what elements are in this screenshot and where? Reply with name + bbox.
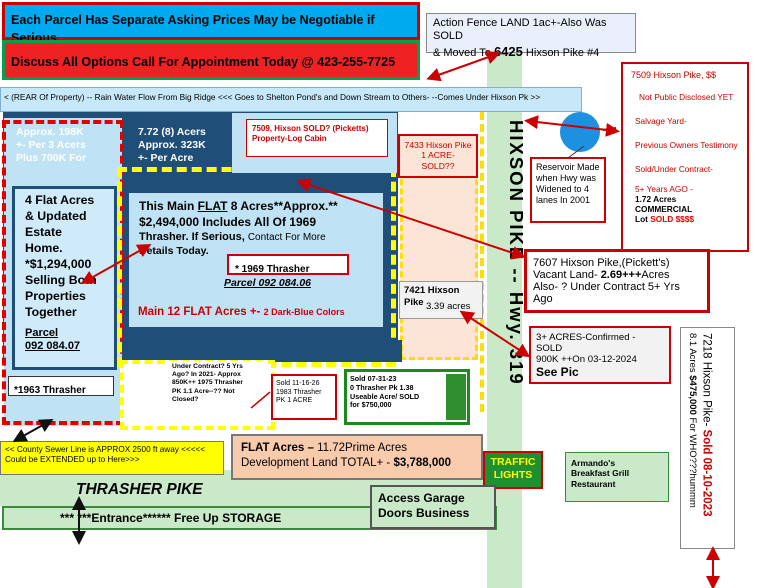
hixson-7218-box: 7218 Hixson Pike- Sold 08-10-2023 8.1 Ac… <box>680 327 735 549</box>
sewer-box: << County Sewer Line is APPROX 2500 ft a… <box>0 441 224 475</box>
reservoir-shape <box>560 112 600 152</box>
hixson-7421-text: 7421 Hixson Pike <box>404 285 460 308</box>
traffic-lights-box: TRAFFIC LIGHTS <box>483 451 543 489</box>
action-fence-prefix: & Moved To <box>433 46 494 59</box>
main-12-flat-b: 2 Dark-Blue Colors <box>263 307 345 317</box>
confirmed-sold-line1: 3+ ACRES-Confirmed - SOLD <box>536 332 636 354</box>
hixson-7607-line2b: 2.69+++ <box>600 269 642 281</box>
hixson-7433-box: 7433 Hixson Pike 1 ACRE- SOLD?? <box>398 134 478 178</box>
confirmed-sold-line3: See Pic <box>536 365 579 379</box>
pickett-cabin-box: 7509, Hixson SOLD? (Picketts) Property-L… <box>246 119 388 157</box>
hixson-7509-acres: 1.72 Acres <box>635 194 677 204</box>
access-garage-text: Access Garage Doors Business <box>378 491 470 520</box>
sold-1983-box: Sold 11-16-26 1983 Thrasher PK 1 ACRE <box>271 374 337 420</box>
action-fence-box: Action Fence LAND 1ac+-Also Was SOLD & M… <box>426 13 636 59</box>
hixson-7607-line3: Also- ? Under Contract 5+ Yrs Ago <box>533 281 680 305</box>
action-fence-suffix: Hixson Pike #4 <box>522 46 600 59</box>
hixson-7509-not-disclosed: Not Public Disclosed YET <box>639 92 734 102</box>
flat-total-l2a: Development Land TOTAL+ - <box>241 457 394 469</box>
hixson-7218-line2b: $475,000 <box>686 375 698 415</box>
sold-0-thrasher-green-tag <box>446 374 466 420</box>
action-fence-number: 6425 <box>493 43 523 59</box>
main-flat-l4: Details Today. <box>139 245 209 257</box>
flat-total-l1a: FLAT Acres – <box>241 442 318 454</box>
confirmed-sold-line2: 900K ++On 03-12-2024 <box>536 354 637 365</box>
main-flat-l1b: 8 Acres**Approx.** <box>227 199 338 213</box>
rear-property-band <box>0 87 582 112</box>
hixson-7607-box: 7607 Hixson Pike,(Pickett's) Vacant Land… <box>524 249 710 313</box>
hixson-7218-col: 7218 Hixson Pike- Sold 08-10-2023 8.1 Ac… <box>685 333 713 516</box>
parcel-323k-label: 7.72 (8) Acers Approx. 323K +- Per Acre <box>138 126 206 164</box>
hixson-7421-box: 7421 Hixson Pike <box>399 281 483 319</box>
hixson-7218-line1b: Sold 08-10-2023 <box>700 429 713 517</box>
hixson-7607-line2a: Vacant Land- <box>533 269 601 281</box>
parcel-198k-label: Approx. 198K +- Per 3 Acers Plus 700K Fo… <box>16 126 87 164</box>
thrasher-1963-box: *1963 Thrasher <box>8 376 114 396</box>
rear-property-text: < (REAR Of Property) -- Rain Water Flow … <box>4 92 541 102</box>
armandos-text: Armando's Breakfast Grill Restaurant <box>571 458 630 489</box>
hixson-7509-title: 7509 Hixson Pike, $$ <box>631 70 717 80</box>
sold-1983-text: Sold 11-16-26 1983 Thrasher PK 1 ACRE <box>276 380 322 405</box>
estate-home-box: 4 Flat Acres & Updated Estate Home. *$1,… <box>12 186 117 370</box>
estate-home-text: 4 Flat Acres & Updated Estate Home. *$1,… <box>25 193 97 319</box>
hixson-7433-text: 7433 Hixson Pike 1 ACRE- SOLD?? <box>404 140 472 171</box>
access-garage-box: Access Garage Doors Business <box>370 485 496 529</box>
main-flat-l2: $2,494,000 Includes All Of 1969 <box>139 215 316 229</box>
hixson-7509-box: 7509 Hixson Pike, $$ Not Public Disclose… <box>621 62 749 252</box>
under-contract-box: Under Contract? 5 Yrs Ago? In 2021- Appr… <box>169 361 268 421</box>
hixson-7509-salvage: Salvage Yard- <box>635 116 687 126</box>
main-12-flat-a: Main 12 FLAT Acres +- <box>138 306 264 318</box>
main-flat-l3b: Contact For More <box>247 232 326 243</box>
thrasher-1969-text: * 1969 Thrasher <box>235 264 310 275</box>
thrasher-pike-label: THRASHER PIKE <box>76 481 203 498</box>
hixson-7607-line2c: Acres <box>641 269 670 281</box>
main-flat-l1a: This Main <box>139 199 198 213</box>
under-contract-text: Under Contract? 5 Yrs Ago? In 2021- Appr… <box>172 363 244 403</box>
armandos-box: Armando's Breakfast Grill Restaurant <box>565 452 669 502</box>
hixson-7218-line2c: For WHO???hummm <box>686 414 698 508</box>
hixson-7218-line1a: 7218 Hixson Pike- <box>700 333 713 430</box>
estate-home-parcel: Parcel 092 084.07 <box>25 326 81 353</box>
hixson-7218-line2a: 8.1 Acres <box>686 333 698 376</box>
parcel-prices-banner: Each Parcel Has Separate Asking Prices M… <box>2 2 420 45</box>
main-lot-lower-band <box>122 340 402 362</box>
discuss-options-banner: Discuss All Options Call For Appointment… <box>2 40 420 80</box>
flat-total-l2b: $3,788,000 <box>393 457 452 469</box>
thrasher-1963-text: *1963 Thrasher <box>14 385 86 396</box>
main-flat-l1-flat: FLAT <box>197 199 228 213</box>
hixson-7509-commercial: COMMERCIAL <box>635 204 693 214</box>
main-flat-l3a: Thrasher. If Serious, <box>139 231 248 243</box>
hixson-7509-lot: Lot <box>635 214 651 224</box>
hixson-7509-lot-sold: SOLD $$$$ <box>650 214 695 224</box>
main-flat-parcel: Parcel 092 084.06 <box>224 277 311 289</box>
hixson-7509-years-ago: 5+ Years AGO - <box>635 184 693 194</box>
lot-7433-yellow-strip <box>480 112 486 412</box>
action-fence-line1: Action Fence LAND 1ac+-Also Was SOLD <box>433 17 607 43</box>
pickett-cabin-text: 7509, Hixson SOLD? (Picketts) Property-L… <box>252 124 369 143</box>
arrow-reservoir-to-7509 <box>602 127 617 131</box>
lot-7421-peach <box>400 170 478 360</box>
hixson-7421-acres: 3.39 acres <box>424 301 473 312</box>
traffic-lights-text: TRAFFIC LIGHTS <box>490 456 536 481</box>
sold-0-thrasher-text: Sold 07-31-23 0 Thrasher Pk 1.38 Useable… <box>350 374 420 410</box>
reservoir-box: Reservoir Made when Hwy was Widened to 4… <box>530 157 606 223</box>
hixson-7509-testimony: Previous Owners Testimony <box>635 140 738 150</box>
hixson-7607-line1: 7607 Hixson Pike,(Pickett's) <box>533 257 670 269</box>
flat-total-box: FLAT Acres – 11.72Prime Acres Developmen… <box>231 434 483 480</box>
main-12-flat: Main 12 FLAT Acres +- 2 Dark-Blue Colors <box>138 302 345 320</box>
confirmed-sold-box: 3+ ACRES-Confirmed - SOLD 900K ++On 03-1… <box>529 326 671 384</box>
flat-total-l1b: 11.72Prime Acres <box>317 442 407 454</box>
sewer-text: << County Sewer Line is APPROX 2500 ft a… <box>5 445 206 464</box>
reservoir-text: Reservoir Made when Hwy was Widened to 4… <box>536 162 600 205</box>
hixson-7509-sold-contract: Sold/Under Contract- <box>635 164 713 174</box>
thrasher-1969-box: * 1969 Thrasher <box>227 254 349 275</box>
entrance-text: *** ***Entrance****** Free Up STORAGE <box>60 511 282 525</box>
discuss-options-text: Discuss All Options Call For Appointment… <box>11 55 396 69</box>
